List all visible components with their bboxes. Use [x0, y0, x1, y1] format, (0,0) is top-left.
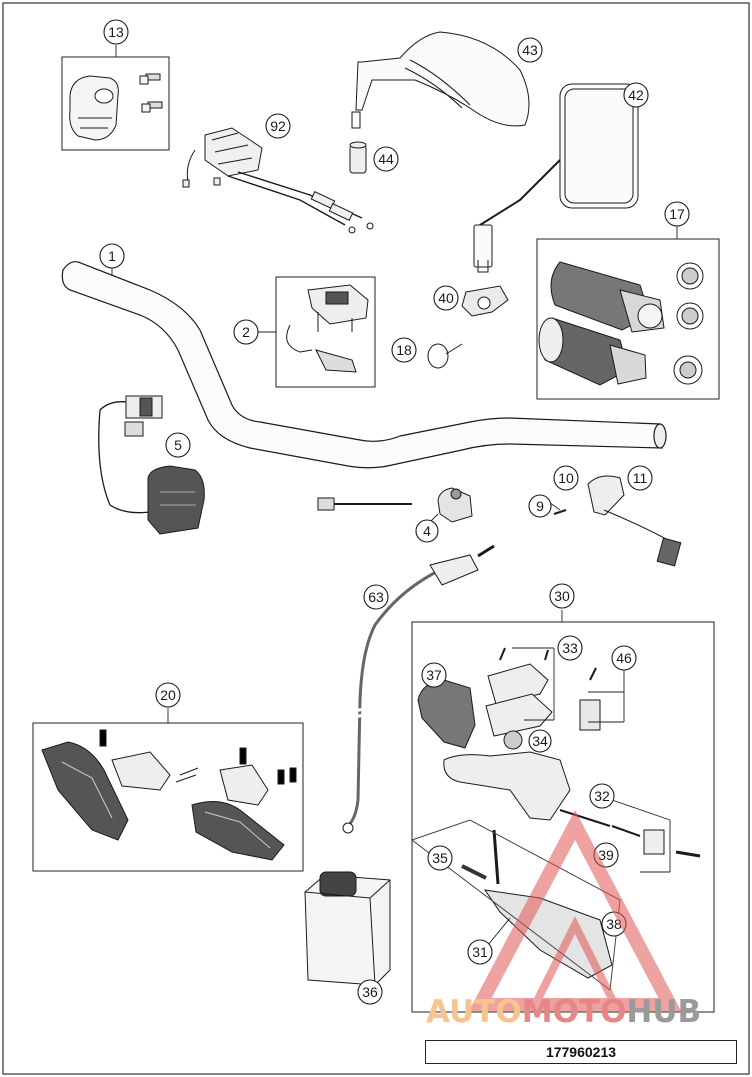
watermark-hub: HUB: [626, 994, 702, 1030]
part-36-fluid-can: [304, 871, 391, 986]
callout-label-37: 37: [426, 667, 442, 683]
callout-label-20: 20: [160, 687, 176, 703]
part-13-switch-housing: [69, 73, 163, 141]
callout-13: [103, 19, 129, 45]
diagram-code: 177960213: [545, 1044, 617, 1060]
callout-1: [99, 243, 125, 269]
callout-label-30: 30: [554, 588, 570, 604]
callout-63: [363, 584, 389, 610]
callout-4: [415, 519, 439, 543]
callout-label-36: 36: [362, 984, 378, 1000]
watermark-auto: AUTO: [426, 994, 522, 1030]
callout-label-40: 40: [438, 290, 454, 306]
box-13: [61, 56, 170, 151]
callout-label-34: 34: [532, 733, 548, 749]
callout-label-4: 4: [423, 523, 431, 539]
callout-label-10: 10: [558, 470, 574, 486]
part-2-start-button-holder: [286, 284, 369, 373]
callout-label-35: 35: [432, 850, 448, 866]
callout-label-43: 43: [522, 42, 538, 58]
callout-42: [623, 82, 649, 108]
part-10-11-switch-clamp: [553, 475, 682, 567]
callout-label-18: 18: [396, 342, 412, 358]
callout-34: [528, 729, 552, 753]
callout-31: [467, 939, 493, 965]
callout-label-11: 11: [633, 470, 648, 486]
callout-32: [589, 783, 615, 809]
callout-label-46: 46: [616, 650, 632, 666]
callout-20: [155, 682, 181, 708]
part-63-clutch-hose: [342, 544, 495, 834]
part-43-mirror-left: [351, 31, 530, 129]
part-17-grips: [538, 261, 704, 386]
callout-44: [373, 146, 399, 172]
part-4-kill-switch: [317, 487, 473, 523]
leader-lines: [111, 45, 678, 946]
part-40-clamp: [461, 285, 509, 317]
callout-2: [233, 319, 259, 345]
watermark-logo-triangle: [468, 810, 682, 1012]
callout-label-42: 42: [628, 87, 644, 103]
callout-40: [433, 285, 459, 311]
callout-label-32: 32: [594, 788, 610, 804]
callout-46: [611, 645, 637, 671]
watermark-text: AUTOMOTOHUB: [426, 992, 746, 1032]
callout-30: [549, 583, 575, 609]
callout-33: [557, 635, 583, 661]
callout-label-2: 2: [242, 324, 250, 340]
callout-11: [627, 465, 653, 491]
watermark-moto: MOTO: [521, 994, 627, 1030]
callout-43: [517, 37, 543, 63]
callout-36: [357, 979, 383, 1005]
callout-9: [528, 494, 552, 518]
callout-label-17: 17: [669, 206, 685, 222]
callout-17: [664, 201, 690, 227]
part-1-handlebar: [61, 261, 667, 469]
callout-label-33: 33: [562, 640, 578, 656]
callout-label-13: 13: [108, 24, 124, 40]
callout-37: [421, 662, 447, 688]
part-5-switch-wiring: [98, 395, 205, 535]
callout-label-39: 39: [598, 847, 614, 863]
box-17: [536, 238, 720, 400]
callout-35: [427, 845, 453, 871]
callout-labels: 13 92 43 44 42 17 1 2 40 18 5 10 11 9 4 …: [108, 24, 685, 1000]
callout-label-1: 1: [108, 248, 116, 264]
callout-label-44: 44: [378, 151, 394, 167]
callout-18: [391, 337, 417, 363]
part-92-throttle-assembly: [182, 127, 374, 234]
part-42-mirror-right: [473, 83, 639, 273]
callout-92: [265, 113, 291, 139]
callout-5: [165, 432, 191, 458]
callout-10: [553, 465, 579, 491]
diagram-code-box: 177960213: [425, 1040, 737, 1064]
callout-label-63: 63: [368, 589, 384, 605]
callout-label-9: 9: [536, 498, 544, 514]
callout-label-5: 5: [174, 437, 182, 453]
part-20-handguards: [41, 729, 297, 861]
callout-label-92: 92: [270, 118, 286, 134]
part-18-cable-tie: [427, 343, 463, 369]
callout-label-31: 31: [472, 944, 488, 960]
part-44-mirror-adapter: [349, 141, 367, 174]
part-30-clutch-master-cylinder: [410, 647, 701, 991]
callouts: [99, 19, 690, 1005]
